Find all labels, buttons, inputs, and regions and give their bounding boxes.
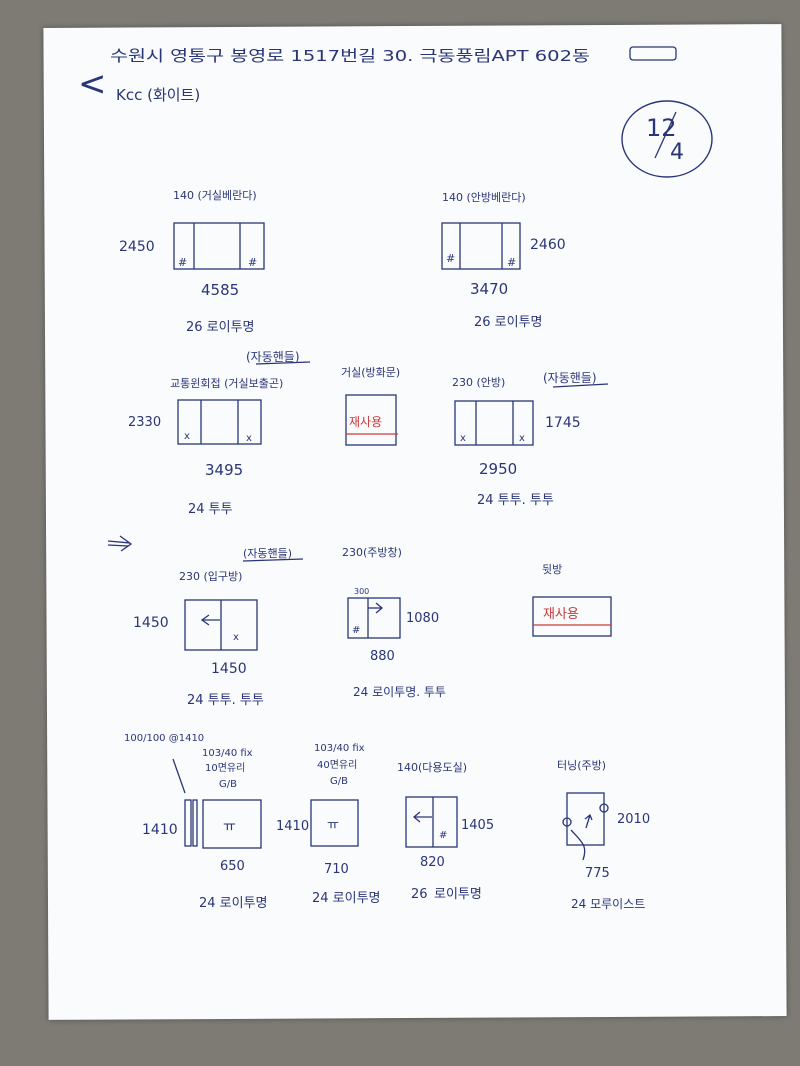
w12-height: 2010 (617, 812, 650, 827)
w8-reuse-stamp: 재사용 (543, 607, 579, 622)
w1-height: 2450 (119, 239, 155, 255)
w3-width: 3495 (205, 461, 243, 479)
w9-glyph: ㅠ (223, 819, 236, 835)
w5-cross-left: x (460, 433, 466, 444)
window-w4: 거실(방화문) 재사용 (341, 366, 400, 446)
w6-label: 230 (입구방) (179, 570, 242, 583)
w10-label: 103/40 fix (314, 743, 365, 754)
w5-note: (자동핸들) (543, 370, 597, 385)
window-w5: 230 (안방) (자동핸들) x x 1745 2950 24 투투. 투투 (452, 370, 609, 508)
w11-label: 140(다용도실) (397, 761, 467, 774)
redacted-unit (629, 46, 677, 61)
w5-height: 1745 (545, 415, 581, 431)
brand-line: Kcc (화이트) (116, 86, 200, 104)
w5-cross-right: x (519, 433, 525, 444)
page-number-top: 12 (646, 114, 677, 142)
window-w10: 103/40 fix 40면유리 G/B 1410 ㅠ 710 24 로이투명 (276, 743, 381, 906)
window-w7: 230(주방창) 300 # 1080 880 24 로이투명. 투투 (342, 546, 446, 699)
w7-height: 1080 (406, 611, 439, 626)
w5-spec: 24 투투. 투투 (477, 493, 554, 508)
w9-label: 100/100 @1410 (124, 733, 204, 744)
w2-label: 140 (안방베란다) (442, 191, 526, 204)
w9-sub3: G/B (219, 779, 237, 790)
w10-sub: 40면유리 (317, 759, 357, 771)
w8-label: 뒷방 (542, 563, 562, 576)
window-w9: 100/100 @1410 103/40 fix 10면유리 G/B 1410 … (124, 733, 268, 911)
w11-hash: # (439, 830, 447, 841)
w3-note: (자동핸들) (246, 349, 300, 364)
w2-hash-right: # (507, 256, 516, 269)
address-line: 수원시 영통구 봉영로 1517번길 30. 극동풍림APT 602동 (110, 47, 590, 65)
w5-width: 2950 (479, 460, 517, 478)
w9-height: 1410 (142, 822, 178, 838)
w6-width: 1450 (211, 661, 247, 677)
window-w12: 터닝(주방) 2010 775 24 모루이스트 (557, 759, 650, 911)
w1-width: 4585 (201, 281, 239, 299)
w2-height: 2460 (530, 237, 566, 253)
window-w6: (자동핸들) 230 (입구방) 1450 x 1450 24 투투. 투투 (133, 547, 304, 708)
w3-label: 교통윈회접 (거실보출곤) (170, 376, 283, 390)
w11-spec-num: 26 (411, 887, 428, 902)
w9-spec: 24 로이투명 (199, 896, 268, 911)
window-w2: 140 (안방베란다) # # 2460 3470 26 로이투명 (441, 191, 566, 330)
w4-label: 거실(방화문) (341, 366, 400, 379)
w2-width: 3470 (470, 280, 508, 298)
w12-label: 터닝(주방) (557, 759, 606, 772)
w3-height: 2330 (128, 415, 161, 430)
w1-spec: 26 로이투명 (186, 320, 255, 335)
w11-spec: 로이투명 (434, 887, 482, 902)
w7-sub: 300 (354, 587, 369, 596)
w10-height: 1410 (276, 819, 309, 834)
w7-width: 880 (370, 649, 395, 664)
back-arrow[interactable]: < (78, 64, 107, 104)
w3-cross-left: x (184, 431, 190, 442)
w10-sub2: G/B (330, 776, 348, 787)
w11-height: 1405 (461, 818, 494, 833)
w10-width: 710 (324, 862, 349, 877)
w7-label: 230(주방창) (342, 546, 402, 559)
w6-height: 1450 (133, 615, 169, 631)
w3-cross-right: x (246, 433, 252, 444)
w1-label: 140 (거실베란다) (173, 189, 257, 202)
w10-spec: 24 로이투명 (312, 891, 381, 906)
w1-hash-left: # (178, 256, 187, 269)
window-w1: 140 (거실베란다) 2450 # # 4585 26 로이투명 (119, 189, 265, 335)
page-number-bottom: 4 (670, 140, 684, 165)
window-w8: 뒷방 재사용 (532, 563, 612, 637)
w6-spec: 24 투투. 투투 (187, 693, 264, 708)
w12-spec: 24 모루이스트 (571, 897, 645, 911)
w6-cross: x (233, 632, 239, 643)
w9-sub: 103/40 fix (202, 748, 253, 759)
window-w11: 140(다용도실) # 1405 820 26 로이투명 (397, 761, 494, 902)
w7-hash: # (352, 625, 360, 636)
w12-width: 775 (585, 866, 610, 881)
w9-sub2: 10면유리 (205, 762, 245, 774)
w11-width: 820 (420, 855, 445, 870)
w3-spec: 24 투투 (188, 502, 233, 517)
row-arrow (107, 535, 133, 552)
w9-width: 650 (220, 859, 245, 874)
window-w3: (자동핸들) 교통윈회접 (거실보출곤) 2330 x x 3495 24 투투 (128, 349, 311, 517)
w10-glyph: ㅠ (327, 818, 339, 833)
w5-label: 230 (안방) (452, 376, 505, 389)
w1-hash-right: # (248, 256, 257, 269)
w6-note: (자동핸들) (243, 547, 292, 560)
page-number-circle: 12 4 (621, 100, 713, 178)
w2-hash-left: # (446, 252, 455, 265)
w7-spec: 24 로이투명. 투투 (353, 685, 446, 699)
w2-spec: 26 로이투명 (474, 315, 543, 330)
w4-reuse-stamp: 재사용 (349, 415, 382, 429)
